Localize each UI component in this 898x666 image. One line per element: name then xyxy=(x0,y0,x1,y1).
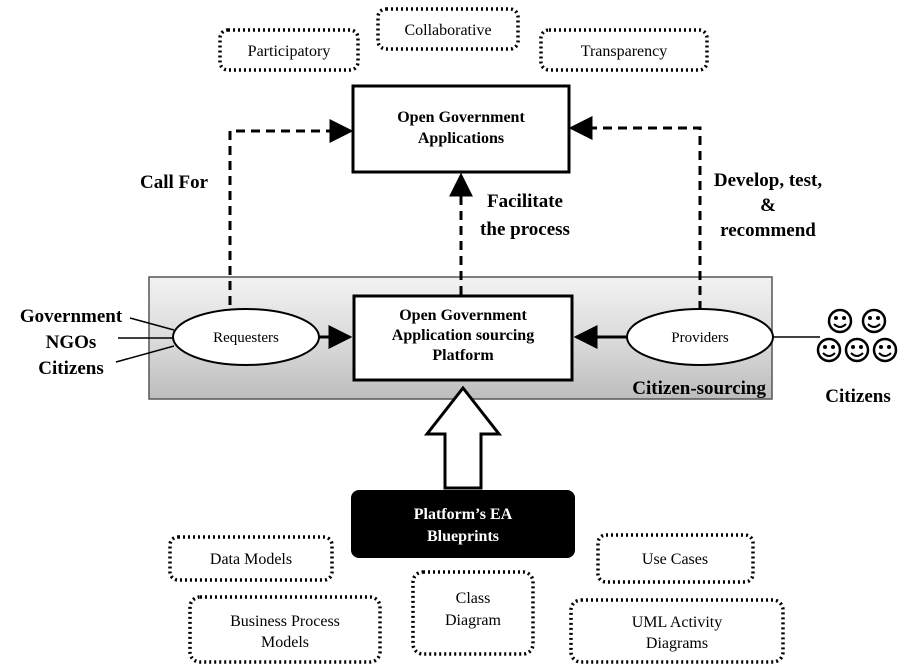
source-government: Government xyxy=(20,306,123,327)
ea-box-line1: Platform’s EA xyxy=(414,506,513,523)
platform-line3: Platform xyxy=(432,347,494,364)
uml-label-1: UML Activity xyxy=(632,614,723,631)
platform-line1: Open Government xyxy=(399,307,527,324)
citizens-icon-group xyxy=(816,308,898,363)
smiley-icon xyxy=(861,308,887,334)
requesters-label: Requesters xyxy=(213,330,279,346)
principle-participatory: Participatory xyxy=(218,28,360,72)
call-for-label: Call For xyxy=(140,172,209,193)
use-cases-label: Use Cases xyxy=(642,551,708,568)
transparency-label: Transparency xyxy=(581,43,668,60)
ea-box-line2: Blueprints xyxy=(427,528,499,545)
apps-box-line2: Applications xyxy=(418,130,504,147)
blueprints-to-platform-big-arrow xyxy=(423,385,503,490)
data-models-label: Data Models xyxy=(210,551,292,568)
providers-node: Providers xyxy=(626,308,774,366)
call-for-arrow xyxy=(228,119,354,305)
develop-label-1: Develop, test, xyxy=(714,170,822,191)
platform-line2: Application sourcing xyxy=(392,327,534,344)
bpm-label-1: Business Process xyxy=(230,613,340,630)
blueprint-business-process-models: Business Process Models xyxy=(188,595,382,664)
citizen-sourcing-label: Citizen-sourcing xyxy=(632,378,766,399)
source-line-citizens xyxy=(115,345,175,363)
providers-label: Providers xyxy=(671,330,729,346)
develop-label-2: & xyxy=(760,195,776,216)
facilitate-label-2: the process xyxy=(480,219,570,240)
blueprint-class-diagram: Class Diagram xyxy=(411,570,535,656)
collaborative-label: Collaborative xyxy=(404,22,491,39)
smiley-icon xyxy=(844,337,870,363)
platform-box: Open Government Application sourcing Pla… xyxy=(352,294,574,382)
apps-box-line1: Open Government xyxy=(397,109,525,126)
open-government-applications-box: Open Government Applications xyxy=(351,84,571,174)
uml-label-2: Diagrams xyxy=(646,635,708,652)
bpm-label-2: Models xyxy=(261,634,309,651)
source-ngos: NGOs xyxy=(46,332,97,353)
principle-collaborative: Collaborative xyxy=(376,7,520,51)
ea-blueprints-box: Platform’s EA Blueprints xyxy=(351,490,575,558)
principle-transparency: Transparency xyxy=(539,28,709,72)
blueprint-data-models: Data Models xyxy=(168,535,334,582)
participatory-label: Participatory xyxy=(248,43,331,60)
source-citizens: Citizens xyxy=(38,358,103,379)
class-diagram-label-1: Class xyxy=(456,590,491,607)
blueprint-use-cases: Use Cases xyxy=(596,533,755,584)
smiley-icon xyxy=(816,337,842,363)
develop-arrow xyxy=(568,116,702,310)
blueprint-uml-activity-diagrams: UML Activity Diagrams xyxy=(569,598,785,664)
source-line-government xyxy=(129,317,175,331)
requesters-node: Requesters xyxy=(172,308,320,366)
class-diagram-label-2: Diagram xyxy=(445,612,502,629)
smiley-icon xyxy=(827,308,853,334)
smiley-icon xyxy=(872,337,898,363)
citizens-label: Citizens xyxy=(825,386,890,407)
develop-label-3: recommend xyxy=(720,220,816,241)
facilitate-label-1: Facilitate xyxy=(487,191,563,212)
